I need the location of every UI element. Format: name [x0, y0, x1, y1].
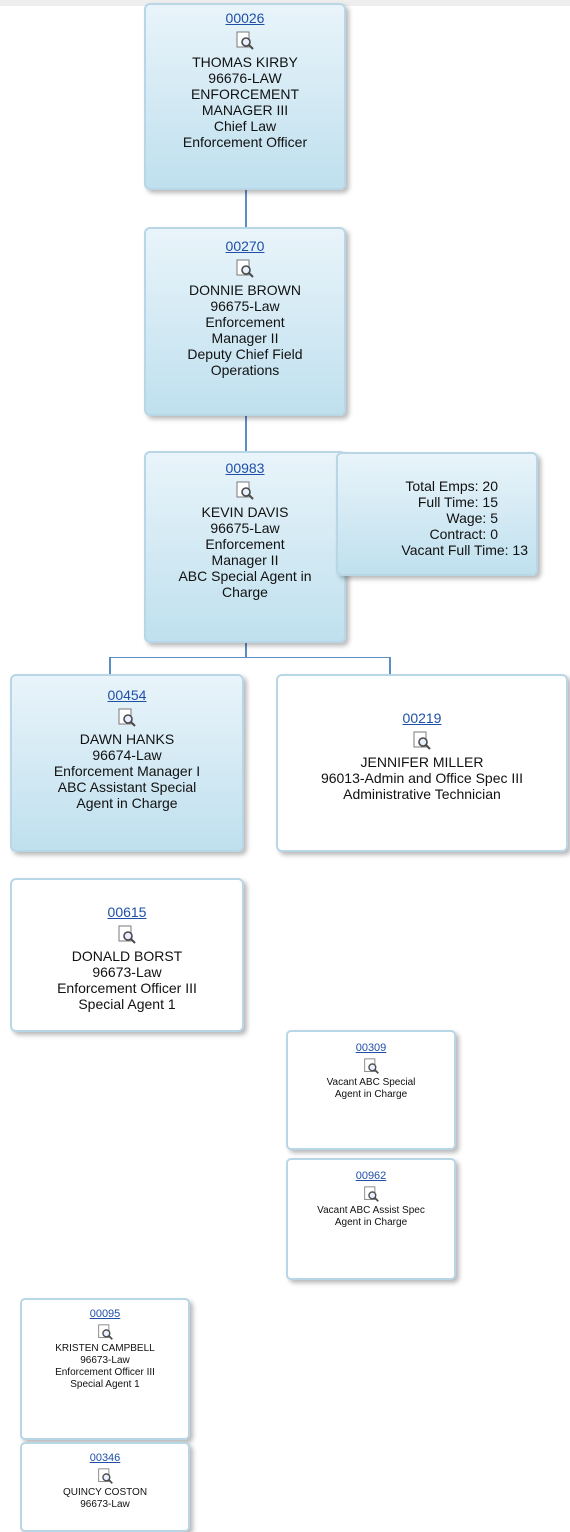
connector-line: [389, 657, 391, 674]
magnifier-document-icon[interactable]: [235, 481, 255, 501]
working-title: Operations: [210, 362, 280, 378]
position-number-link[interactable]: 00309: [355, 1042, 387, 1054]
employee-name: KRISTEN CAMPBELL: [55, 1343, 155, 1354]
employee-name: DAWN HANKS: [79, 731, 175, 747]
working-title: Vacant ABC Special: [326, 1077, 416, 1088]
wage-count: Wage: 5: [446, 510, 498, 526]
job-class: 96675-Law: [210, 298, 280, 314]
total-emps: Total Emps: 20: [405, 478, 498, 494]
job-class: MANAGER III: [201, 102, 289, 118]
working-title: Agent in Charge: [334, 1217, 408, 1228]
job-class: Enforcement: [205, 536, 285, 552]
position-number-link[interactable]: 00346: [89, 1452, 121, 1464]
working-title: Enforcement Officer: [182, 134, 308, 150]
connector-line: [245, 190, 247, 227]
position-card[interactable]: 00454 DAWN HANKS 96674-Law Enforcement M…: [10, 674, 244, 852]
full-time-count: Full Time: 15: [417, 494, 498, 510]
employee-name: QUINCY COSTON: [62, 1487, 148, 1498]
working-title: Deputy Chief Field: [187, 346, 303, 362]
job-class: 96675-Law: [210, 520, 280, 536]
magnifier-document-icon[interactable]: [97, 1324, 114, 1341]
magnifier-document-icon[interactable]: [412, 731, 432, 751]
employee-name: JENNIFER MILLER: [360, 754, 484, 770]
position-card[interactable]: 00983 KEVIN DAVIS 96675-Law Enforcement …: [144, 451, 346, 643]
job-class: 96673-Law: [80, 1499, 130, 1510]
employee-name: DONALD BORST: [71, 948, 183, 964]
job-class: Enforcement Officer III: [57, 980, 197, 996]
job-class: Manager II: [211, 330, 279, 346]
magnifier-document-icon[interactable]: [235, 259, 255, 279]
position-number-link[interactable]: 00454: [107, 687, 147, 703]
position-number-link[interactable]: 00026: [225, 10, 265, 26]
position-number-link[interactable]: 00270: [225, 238, 265, 254]
connector-line: [109, 657, 391, 658]
job-class: Enforcement: [205, 314, 285, 330]
job-class: 96673-Law: [92, 964, 162, 980]
position-number-link[interactable]: 00983: [225, 460, 265, 476]
working-title: Special Agent 1: [70, 1379, 140, 1390]
contract-count: Contract: 0: [429, 526, 498, 542]
connector-line: [245, 416, 247, 451]
working-title: Vacant ABC Assist Spec: [317, 1205, 425, 1216]
working-title: Administrative Technician: [343, 786, 501, 802]
working-title: Agent in Charge: [76, 795, 178, 811]
position-number-link[interactable]: 00962: [355, 1170, 387, 1182]
position-card[interactable]: 00962 Vacant ABC Assist Spec Agent in Ch…: [286, 1158, 456, 1280]
job-class: 96674-Law: [92, 747, 162, 763]
magnifier-document-icon[interactable]: [235, 31, 255, 51]
employee-name: KEVIN DAVIS: [201, 504, 289, 520]
job-class: 96676-LAW: [208, 70, 282, 86]
working-title: Agent in Charge: [334, 1089, 408, 1100]
working-title: ABC Assistant Special: [57, 779, 197, 795]
connector-line: [109, 657, 111, 674]
magnifier-document-icon[interactable]: [363, 1058, 380, 1075]
position-card[interactable]: 00026 THOMAS KIRBY 96676-LAW ENFORCEMENT…: [144, 3, 346, 190]
vacant-full-time-count: Vacant Full Time: 13: [401, 542, 528, 558]
job-class: Enforcement Officer III: [55, 1367, 155, 1378]
job-class: ENFORCEMENT: [190, 86, 300, 102]
position-number-link[interactable]: 00615: [107, 904, 147, 920]
employee-name: THOMAS KIRBY: [192, 54, 298, 70]
magnifier-document-icon[interactable]: [117, 708, 137, 728]
position-card[interactable]: 00270 DONNIE BROWN 96675-Law Enforcement…: [144, 227, 346, 416]
position-number-link[interactable]: 00219: [402, 710, 442, 726]
working-title: ABC Special Agent in: [178, 568, 312, 584]
position-card[interactable]: 00346 QUINCY COSTON 96673-Law: [20, 1442, 190, 1532]
employee-name: DONNIE BROWN: [189, 282, 301, 298]
job-class: Enforcement Manager I: [53, 763, 201, 779]
job-class: 96013-Admin and Office Spec III: [320, 770, 524, 786]
position-card[interactable]: 00309 Vacant ABC Special Agent in Charge: [286, 1030, 456, 1150]
magnifier-document-icon[interactable]: [117, 925, 137, 945]
position-card[interactable]: 00219 JENNIFER MILLER 96013-Admin and Of…: [276, 674, 568, 852]
magnifier-document-icon[interactable]: [97, 1468, 114, 1485]
position-card[interactable]: 00615 DONALD BORST 96673-Law Enforcement…: [10, 878, 244, 1032]
job-class: Manager II: [211, 552, 279, 568]
headcount-summary: Total Emps: 20 Full Time: 15 Wage: 5 Con…: [336, 452, 538, 576]
connector-line: [245, 643, 247, 658]
magnifier-document-icon[interactable]: [363, 1186, 380, 1203]
working-title: Chief Law: [213, 118, 277, 134]
job-class: 96673-Law: [80, 1355, 130, 1366]
working-title: Charge: [222, 584, 268, 600]
position-card[interactable]: 00095 KRISTEN CAMPBELL 96673-Law Enforce…: [20, 1298, 190, 1440]
position-number-link[interactable]: 00095: [89, 1308, 121, 1320]
working-title: Special Agent 1: [78, 996, 176, 1012]
